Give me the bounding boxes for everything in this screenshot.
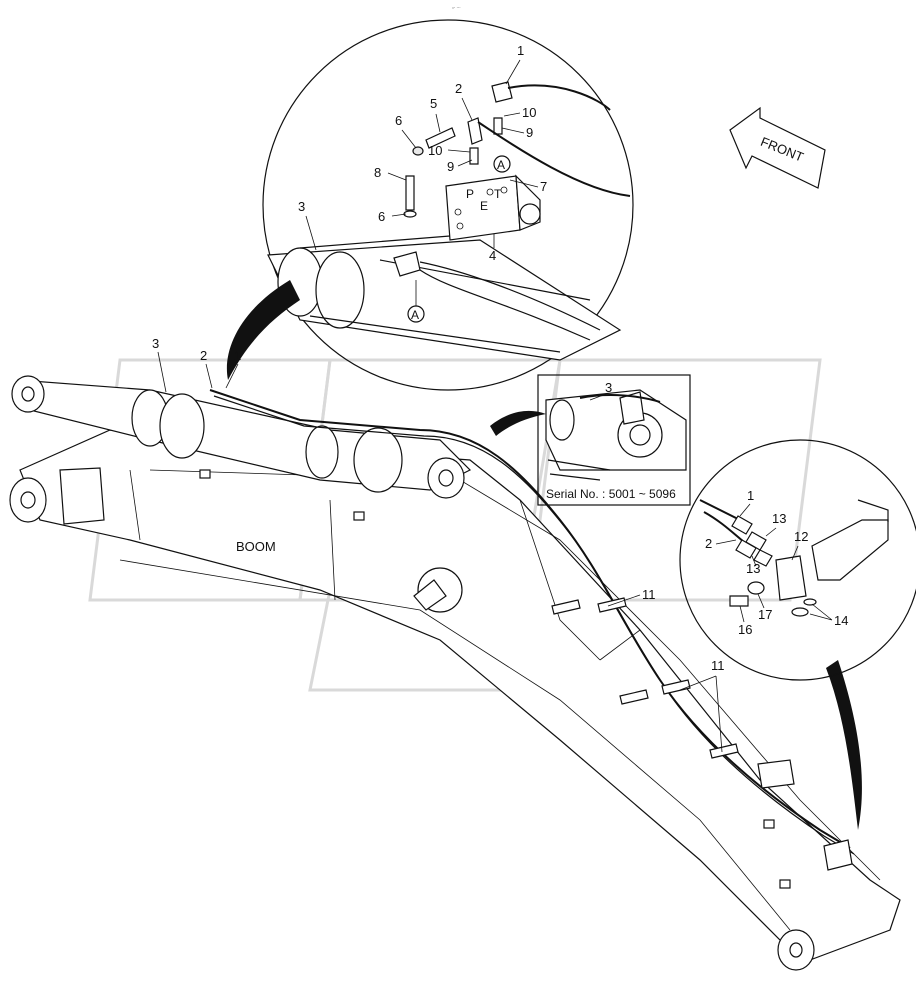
detail-circle-top: P T E A A 1 2 5 6 10 9 10 [262, 19, 634, 391]
callout-6-bottom: 6 [378, 209, 385, 224]
callout-11-lower: 11 [711, 658, 725, 673]
section-a-upper: A [497, 158, 505, 172]
callout-12: 12 [794, 529, 808, 544]
header-code: „. ... [452, 4, 461, 10]
callout-1-main: 1 [234, 348, 241, 363]
callout-14: 14 [834, 613, 848, 628]
callout-4: 4 [489, 248, 496, 263]
callout-3-main: 3 [152, 336, 159, 351]
callout-6-top: 6 [395, 113, 402, 128]
callout-13-top: 13 [772, 511, 786, 526]
callout-1-right: 1 [747, 488, 754, 503]
callout-1-top: 1 [517, 43, 524, 58]
callout-17: 17 [758, 607, 772, 622]
callout-8: 8 [374, 165, 381, 180]
callout-2-main: 2 [200, 348, 207, 363]
section-a-lower: A [411, 308, 419, 322]
callout-9-left: 9 [447, 159, 454, 174]
callout-10-left: 10 [428, 143, 442, 158]
callout-13-bottom: 13 [746, 561, 760, 576]
callout-3-top: 3 [298, 199, 305, 214]
callout-16: 16 [738, 622, 752, 637]
pointer-wedge-inset [490, 410, 546, 436]
callout-9-right: 9 [526, 125, 533, 140]
callout-2-top: 2 [455, 81, 462, 96]
callout-7: 7 [540, 179, 547, 194]
boom-assembly: BOOM 3 2 1 11 11 [9, 336, 901, 971]
boom-label: BOOM [236, 539, 276, 554]
serial-inset: 3 Serial No. : 5001 ~ 5096 [537, 374, 691, 506]
pointer-wedge-right [826, 660, 862, 830]
port-p-label: P [466, 187, 474, 201]
front-arrow: FRONT [729, 106, 826, 189]
callout-3-inset: 3 [605, 380, 612, 395]
callout-5-top: 5 [430, 96, 437, 111]
serial-label: Serial No. : 5001 ~ 5096 [546, 487, 676, 501]
callout-11-upper: 11 [642, 587, 656, 602]
port-t-label: T [494, 187, 502, 201]
detail-circle-right: 1 2 13 13 12 17 16 14 [679, 439, 916, 681]
callout-10-right: 10 [522, 105, 536, 120]
port-e-label: E [480, 199, 488, 213]
pointer-wedge-top [226, 280, 300, 380]
callout-2-right: 2 [705, 536, 712, 551]
